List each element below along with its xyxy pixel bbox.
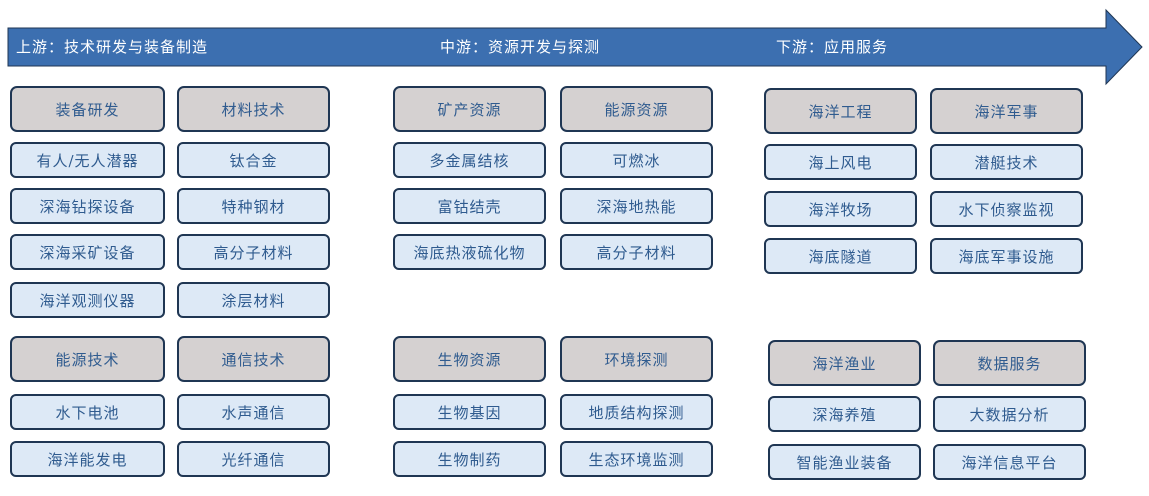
item-combustible-ice: 可燃冰 xyxy=(560,142,713,178)
item-ocean-information-platform: 海洋信息平台 xyxy=(933,444,1086,480)
value-chain-arrow xyxy=(7,8,1143,86)
item-titanium-alloy: 钛合金 xyxy=(177,142,330,178)
item-ecological-monitoring: 生态环境监测 xyxy=(560,441,713,477)
item-seabed-military-facilities: 海底军事设施 xyxy=(930,238,1083,274)
downstream-stage-label: 下游：应用服务 xyxy=(776,38,889,56)
item-smart-fishery-equipment: 智能渔业装备 xyxy=(768,444,921,480)
category-comm-tech: 通信技术 xyxy=(177,336,330,382)
item-cobalt-rich-crusts: 富钴结壳 xyxy=(393,188,546,224)
item-polymer-material: 高分子材料 xyxy=(177,234,330,270)
category-data-services: 数据服务 xyxy=(933,340,1086,386)
item-offshore-wind: 海上风电 xyxy=(764,144,917,180)
item-deep-sea-drilling-equipment: 深海钻探设备 xyxy=(10,188,165,224)
item-deep-sea-mining-equipment: 深海采矿设备 xyxy=(10,234,165,270)
item-big-data-analysis: 大数据分析 xyxy=(933,396,1086,432)
item-polymer-material-mid: 高分子材料 xyxy=(560,234,713,270)
item-deep-sea-aquaculture: 深海养殖 xyxy=(768,396,921,432)
item-manned-unmanned-submersible: 有人/无人潜器 xyxy=(10,142,165,178)
item-bio-pharma: 生物制药 xyxy=(393,441,546,477)
item-underwater-reconnaissance: 水下侦察监视 xyxy=(930,191,1083,227)
item-hydrothermal-sulfides: 海底热液硫化物 xyxy=(393,234,546,270)
item-marine-ranching: 海洋牧场 xyxy=(764,191,917,227)
category-bio-resources: 生物资源 xyxy=(393,336,546,382)
item-fiber-optic-comm: 光纤通信 xyxy=(177,441,330,477)
category-environment-detection: 环境探测 xyxy=(560,336,713,382)
item-ocean-observation-instrument: 海洋观测仪器 xyxy=(10,282,165,318)
item-deep-sea-geothermal: 深海地热能 xyxy=(560,188,713,224)
category-equipment-rd: 装备研发 xyxy=(10,86,165,132)
item-underwater-acoustic-comm: 水声通信 xyxy=(177,394,330,430)
category-materials-tech: 材料技术 xyxy=(177,86,330,132)
category-ocean-engineering: 海洋工程 xyxy=(764,88,917,134)
item-coating-material: 涂层材料 xyxy=(177,282,330,318)
category-mineral-resources: 矿产资源 xyxy=(393,86,546,132)
midstream-stage-label: 中游：资源开发与探测 xyxy=(440,38,601,56)
item-underwater-battery: 水下电池 xyxy=(10,394,165,430)
category-energy-resources: 能源资源 xyxy=(560,86,713,132)
item-geological-detection: 地质结构探测 xyxy=(560,394,713,430)
category-ocean-fishery: 海洋渔业 xyxy=(768,340,921,386)
upstream-stage-label: 上游：技术研发与装备制造 xyxy=(16,38,209,56)
item-undersea-tunnel: 海底隧道 xyxy=(764,238,917,274)
item-bio-genes: 生物基因 xyxy=(393,394,546,430)
category-energy-tech: 能源技术 xyxy=(10,336,165,382)
category-ocean-military: 海洋军事 xyxy=(930,88,1083,134)
item-polymetallic-nodules: 多金属结核 xyxy=(393,142,546,178)
item-special-steel: 特种钢材 xyxy=(177,188,330,224)
item-submarine-tech: 潜艇技术 xyxy=(930,144,1083,180)
item-ocean-power-generation: 海洋能发电 xyxy=(10,441,165,477)
